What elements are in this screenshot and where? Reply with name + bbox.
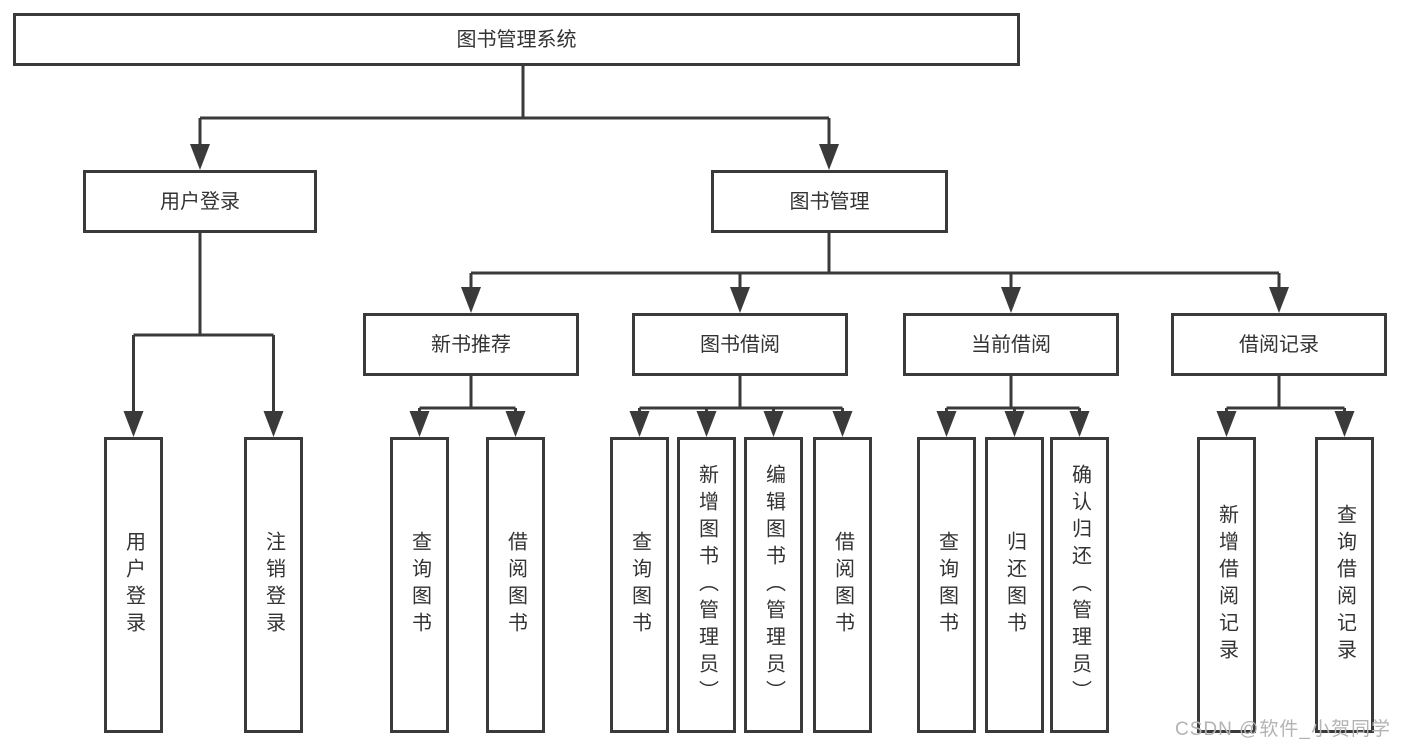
node-book-management-label: 图书管理 — [789, 190, 870, 213]
node-new-book-recommend: 新书推荐 — [363, 313, 579, 376]
leaf-add-book-admin-label: 新增图书（管理员） — [695, 463, 718, 707]
node-book-management: 图书管理 — [711, 170, 948, 233]
leaf-query-books-borrow-label: 查询图书 — [628, 531, 651, 639]
node-user-login-label: 用户登录 — [160, 190, 240, 213]
leaf-borrow-books-recommend: 借阅图书 — [486, 437, 545, 733]
leaf-user-login-label: 用户登录 — [122, 531, 145, 639]
leaf-query-books-recommend: 查询图书 — [390, 437, 449, 733]
node-root-label: 图书管理系统 — [456, 28, 577, 51]
leaf-borrow-books-recommend-label: 借阅图书 — [504, 531, 527, 639]
leaf-edit-book-admin-label: 编辑图书（管理员） — [762, 463, 785, 707]
node-current-borrow-label: 当前借阅 — [971, 333, 1051, 356]
leaf-query-borrow-record-label: 查询借阅记录 — [1333, 504, 1356, 666]
leaf-query-books-current-label: 查询图书 — [935, 531, 958, 639]
leaf-query-books-recommend-label: 查询图书 — [408, 531, 431, 639]
leaf-user-login: 用户登录 — [104, 437, 163, 733]
leaf-return-books-label: 归还图书 — [1003, 531, 1026, 639]
leaf-return-books: 归还图书 — [985, 437, 1044, 733]
node-current-borrow: 当前借阅 — [903, 313, 1119, 376]
leaf-edit-book-admin: 编辑图书（管理员） — [744, 437, 803, 733]
csdn-watermark: CSDN @软件_小贺同学 — [1175, 719, 1391, 740]
leaf-logout-label: 注销登录 — [262, 531, 285, 639]
leaf-query-books-borrow: 查询图书 — [610, 437, 669, 733]
node-book-borrow: 图书借阅 — [632, 313, 848, 376]
leaf-confirm-return-admin: 确认归还（管理员） — [1050, 437, 1109, 733]
leaf-add-borrow-record-label: 新增借阅记录 — [1215, 504, 1238, 666]
leaf-query-borrow-record: 查询借阅记录 — [1315, 437, 1374, 733]
node-borrow-records-label: 借阅记录 — [1239, 333, 1319, 356]
leaf-logout: 注销登录 — [244, 437, 303, 733]
node-user-login: 用户登录 — [83, 170, 317, 233]
leaf-borrow-books: 借阅图书 — [813, 437, 872, 733]
node-book-borrow-label: 图书借阅 — [700, 333, 780, 356]
node-root-library-system: 图书管理系统 — [13, 13, 1020, 66]
node-borrow-records: 借阅记录 — [1171, 313, 1387, 376]
leaf-confirm-return-admin-label: 确认归还（管理员） — [1068, 463, 1091, 707]
node-new-book-recommend-label: 新书推荐 — [431, 333, 511, 356]
leaf-add-borrow-record: 新增借阅记录 — [1197, 437, 1256, 733]
leaf-borrow-books-label: 借阅图书 — [831, 531, 854, 639]
leaf-add-book-admin: 新增图书（管理员） — [677, 437, 736, 733]
leaf-query-books-current: 查询图书 — [917, 437, 976, 733]
